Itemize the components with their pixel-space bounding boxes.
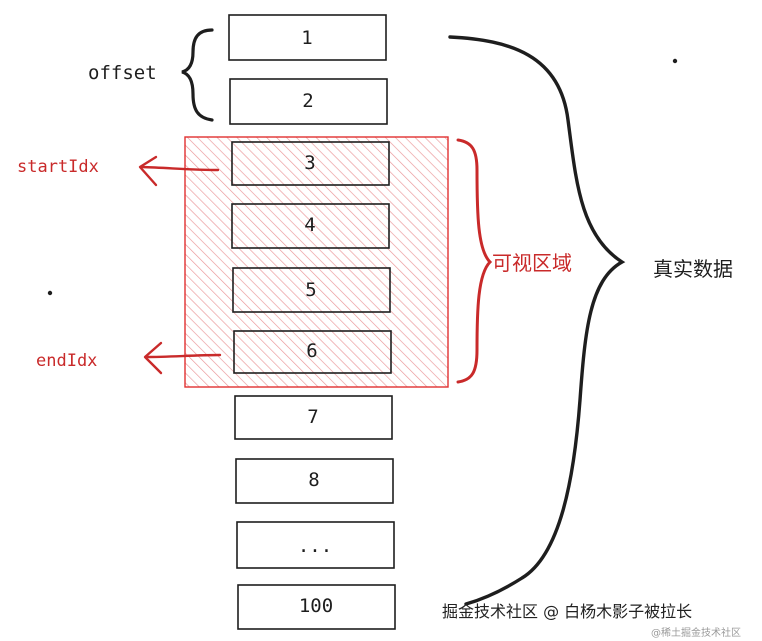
box-item-2: 2 [229, 78, 388, 125]
stray-dot-right [672, 58, 678, 64]
box-label-1: 1 [301, 27, 312, 49]
real-data-brace [448, 35, 626, 606]
start-idx-label: startIdx [17, 157, 99, 177]
end-idx-arrow-shaft [144, 353, 222, 359]
offset-brace [181, 28, 214, 122]
offset-label: offset [88, 62, 157, 84]
box-item-8: 8 [235, 458, 394, 504]
box-label-5: 5 [305, 279, 316, 301]
watermark-sub: @稀土掘金技术社区 [651, 628, 741, 639]
start-idx-arrow-shaft [140, 165, 220, 172]
box-label-2: 2 [302, 90, 313, 112]
box-item-ellipsis: ... [236, 521, 395, 569]
box-label-8: 8 [308, 469, 319, 491]
stray-dot-left [47, 290, 53, 296]
box-item-5: 5 [232, 267, 391, 313]
end-idx-arrow-head [143, 341, 163, 375]
visible-area-highlight [184, 136, 449, 388]
visible-area-label: 可视区域 [492, 251, 572, 275]
box-item-100: 100 [237, 584, 396, 630]
box-item-3: 3 [231, 141, 390, 186]
box-label-100: 100 [299, 595, 333, 617]
box-label-7: 7 [307, 406, 318, 428]
box-item-1: 1 [228, 14, 387, 61]
box-label-6: 6 [306, 340, 317, 362]
box-item-4: 4 [231, 203, 390, 249]
box-label-4: 4 [304, 214, 315, 236]
box-label-ellipsis: ... [298, 535, 332, 557]
start-idx-arrow-head [138, 155, 158, 187]
watermark-main: 掘金技术社区 @ 白杨木影子被拉长 [442, 602, 693, 621]
box-label-3: 3 [304, 152, 315, 174]
box-item-7: 7 [234, 395, 393, 440]
visible-area-brace [456, 138, 493, 384]
end-idx-label: endIdx [36, 351, 97, 371]
real-data-label: 真实数据 [653, 257, 733, 281]
box-item-6: 6 [233, 330, 392, 374]
